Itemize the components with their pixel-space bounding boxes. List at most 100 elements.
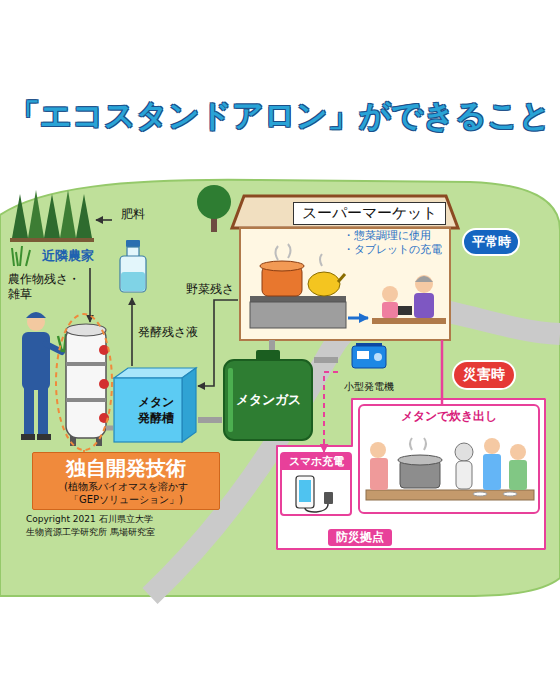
tree	[12, 194, 28, 238]
node-text: (植物系バイオマスを溶かす「GEPソリューション」)	[58, 480, 194, 506]
gas-pipe	[314, 357, 338, 363]
disaster-base-region: 防災拠点 メタンで炊き出しスマホ充電	[276, 398, 546, 550]
farmer-body	[22, 332, 50, 390]
flow-arrow	[96, 219, 112, 221]
person-head	[484, 438, 500, 454]
fertilizer-node: 肥料	[112, 206, 154, 298]
grass-icon	[12, 246, 30, 266]
kettle-spout	[338, 274, 345, 282]
normal-time-badge: 平常時	[462, 228, 520, 256]
child-head	[382, 286, 398, 302]
serving-arrow	[348, 317, 368, 320]
tablet	[398, 306, 412, 315]
bottle-body	[120, 256, 146, 292]
farmer-boot	[21, 434, 35, 440]
farmer-boot	[37, 434, 51, 440]
node-title: 肥料	[121, 207, 145, 222]
serving-table	[366, 490, 534, 500]
phone-charge-box: スマホ充電	[280, 452, 352, 516]
region-outline	[277, 399, 545, 549]
node-title: メタンで炊き出し	[401, 409, 497, 424]
person-body	[509, 460, 527, 490]
stove	[250, 302, 346, 328]
robot-head	[455, 443, 473, 461]
pot-lid	[260, 261, 304, 271]
field-ground	[10, 238, 94, 242]
charge-plug	[324, 492, 333, 504]
house-roof	[232, 196, 458, 228]
device-pipe	[106, 426, 113, 431]
person-body	[483, 454, 501, 490]
generator-icon	[352, 346, 386, 368]
technology-box: 独自開発技術(植物系バイオマスを溶かす「GEPソリューション」)	[32, 452, 220, 510]
title-text: 「エコスタンドアロン」ができること	[2, 96, 558, 135]
phone-body	[296, 476, 314, 508]
bottle-cap	[126, 240, 140, 247]
gas-pipe	[269, 340, 275, 350]
highlight-ellipse	[56, 314, 112, 450]
plate	[503, 492, 517, 496]
disaster-time-badge: 災害時	[452, 360, 516, 390]
small-generator: 小型発電機	[338, 342, 400, 394]
charge-cable	[305, 504, 328, 512]
gas-highlight	[228, 368, 233, 432]
generator-panel	[357, 351, 369, 359]
flow-arrow	[441, 340, 444, 404]
farmer-leg	[38, 388, 48, 436]
tank-side	[182, 368, 196, 442]
farm-node: 近隣農家	[8, 188, 96, 266]
tank-front	[114, 378, 182, 442]
note-box: Copyright 2021 石川県立大学	[26, 514, 153, 525]
farmer-head	[27, 313, 45, 331]
device-knob	[99, 345, 109, 355]
harvest-arrow	[89, 268, 91, 322]
flow-arrow	[131, 298, 133, 366]
table	[372, 318, 446, 324]
gas-body	[224, 360, 312, 440]
node-title: 独自開発技術	[66, 456, 186, 480]
note-label: Copyright 2021 石川県立大学	[26, 514, 153, 525]
bottle-liquid	[121, 272, 145, 291]
node-title: 防災拠点	[328, 529, 392, 546]
kettle	[308, 272, 340, 296]
phone-screen	[299, 480, 311, 502]
methane-gas-tank: メタンガス	[222, 350, 314, 442]
person-head	[510, 444, 526, 460]
node-title: 平常時	[472, 234, 511, 250]
title-box: 「エコスタンドアロン」ができること	[2, 96, 558, 135]
house-body	[240, 228, 450, 340]
supermarket-building: スーパーマーケット・惣菜調理に使用・タブレットの充電	[238, 198, 452, 340]
stove-top	[250, 296, 346, 302]
farmer-cap	[26, 312, 46, 318]
tree	[197, 185, 231, 219]
node-text: ・惣菜調理に使用	[343, 229, 446, 243]
flow-arrow	[324, 372, 338, 452]
note-box: 農作物残さ・雑草	[8, 272, 84, 302]
edge-label-box: 野菜残さ	[186, 282, 234, 297]
node-title: メタン発酵槽	[138, 395, 178, 426]
green-hill	[0, 180, 560, 596]
helper-head	[370, 442, 386, 458]
note-label: 農作物残さ・雑草	[8, 272, 84, 302]
pot-rim	[398, 455, 442, 465]
note-label: 生物資源工学研究所 馬場研究室	[26, 527, 155, 538]
node-title: メタンガス	[236, 392, 301, 408]
fermentation-tank: メタン発酵槽	[112, 366, 198, 444]
note-box: 生物資源工学研究所 馬場研究室	[26, 527, 155, 538]
adult-hair	[415, 276, 433, 282]
tree	[28, 190, 44, 238]
edge-label: 発酵残さ液	[138, 325, 198, 340]
farmer-leg	[24, 388, 34, 436]
gas-pipe	[198, 417, 222, 423]
node-title: 近隣農家	[42, 248, 94, 264]
region-ground	[276, 398, 546, 550]
tree	[76, 194, 92, 238]
device-knob	[99, 379, 109, 389]
edge-label-box: 発酵残さ液	[138, 325, 198, 340]
cooking-box: メタンで炊き出し	[358, 404, 540, 514]
adult-body	[414, 293, 434, 318]
plate	[473, 492, 487, 496]
node-title: 災害時	[463, 366, 505, 384]
